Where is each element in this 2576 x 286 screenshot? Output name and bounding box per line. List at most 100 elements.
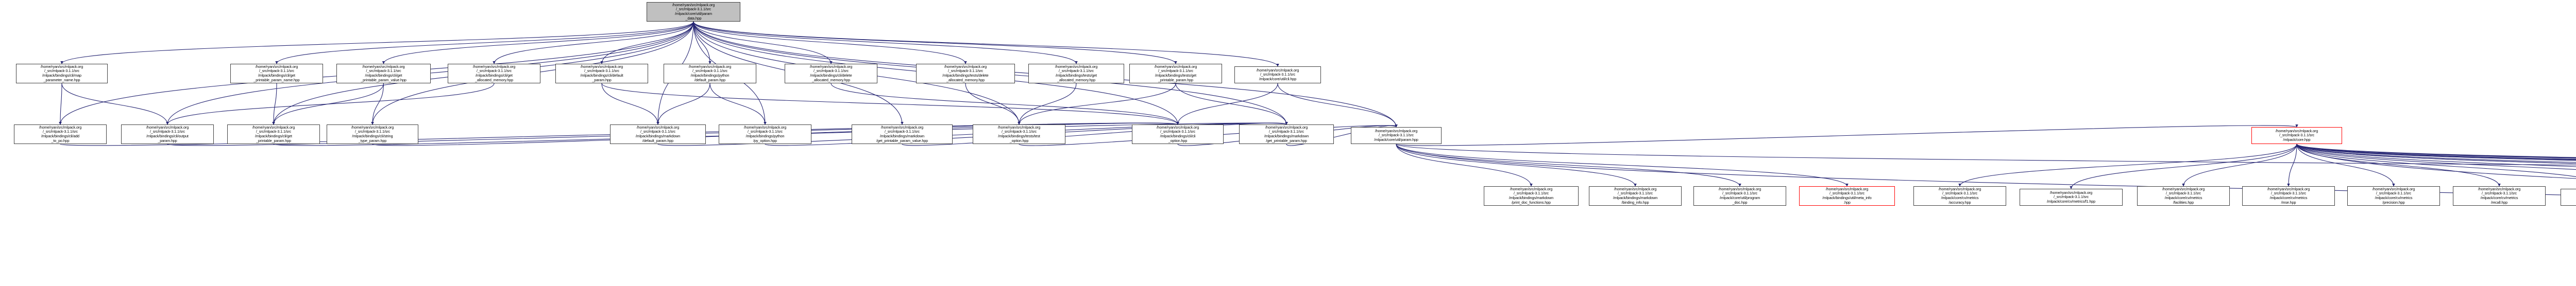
graph-edge [709,83,767,125]
graph-node[interactable]: /home/ryan/src/mlpack.org /_src/mlpack-3… [2251,127,2342,144]
graph-node[interactable]: /home/ryan/src/mlpack.org /_src/mlpack-3… [2137,186,2230,206]
graph-node-label: /home/ryan/src/mlpack.org /_src/mlpack-3… [1055,64,1098,82]
graph-node-label: /home/ryan/src/mlpack.org /_src/mlpack-3… [1264,124,1309,143]
graph-node-label: /home/ryan/src/mlpack.org /_src/mlpack-3… [351,124,394,143]
graph-node-label: /home/ryan/src/mlpack.org /_src/mlpack-3… [39,124,82,143]
graph-node[interactable]: /home/ryan/src/mlpack.org /_src/mlpack-3… [2347,186,2440,206]
graph-node[interactable]: /home/ryan/src/mlpack.org /_src/mlpack-3… [1799,186,1895,206]
graph-node-label: /home/ryan/src/mlpack.org /_src/mlpack-3… [635,124,681,143]
graph-node[interactable]: /home/ryan/src/mlpack.org /_src/mlpack-3… [916,64,1015,83]
graph-node[interactable]: /home/ryan/src/mlpack.org /_src/mlpack-3… [1129,64,1222,83]
graph-edge [2296,144,2576,177]
graph-edge [693,21,833,64]
graph-node-label: /home/ryan/src/mlpack.org /_src/mlpack-3… [2275,128,2318,142]
graph-node[interactable]: /home/ryan/src/mlpack.org /_src/mlpack-3… [555,64,648,83]
graph-node[interactable]: /home/ryan/src/mlpack.org /_src/mlpack-3… [1132,124,1224,144]
graph-edge [1018,83,1077,125]
graph-node[interactable]: /home/ryan/src/mlpack.org /_src/mlpack-3… [16,64,108,83]
graph-node-root[interactable]: /home/ryan/src/mlpack.org /_src/mlpack-3… [647,2,740,22]
graph-node[interactable]: /home/ryan/src/mlpack.org /_src/mlpack-3… [664,64,756,83]
graph-edge [2296,144,2576,158]
graph-edge [2296,144,2576,164]
graph-edge [965,83,1021,125]
graph-edge [693,21,711,64]
graph-node[interactable]: /home/ryan/src/mlpack.org /_src/mlpack-3… [852,124,953,144]
graph-node[interactable]: /home/ryan/src/mlpack.org /_src/mlpack-3… [2453,186,2546,206]
graph-node[interactable]: /home/ryan/src/mlpack.org /_src/mlpack-3… [1484,186,1579,206]
graph-node[interactable]: /home/ryan/src/mlpack.org /_src/mlpack-3… [1351,127,1442,144]
graph-edge [2296,144,2576,164]
graph-edge [1396,144,1741,187]
graph-node-label: /home/ryan/src/mlpack.org /_src/mlpack-3… [2267,186,2310,205]
graph-edge [902,121,1288,146]
graph-edge [275,21,694,64]
graph-node-label: /home/ryan/src/mlpack.org /_src/mlpack-3… [1718,186,1761,205]
graph-node-label: /home/ryan/src/mlpack.org /_src/mlpack-3… [580,64,623,82]
graph-node-label: /home/ryan/src/mlpack.org /_src/mlpack-3… [1822,186,1872,205]
graph-edge [600,21,694,64]
graph-edge [1277,83,1398,128]
graph-node[interactable]: /home/ryan/src/mlpack.org /_src/mlpack-3… [719,124,811,144]
graph-node[interactable]: /home/ryan/src/mlpack.org /_src/mlpack-3… [1234,66,1321,83]
graph-edge [1175,83,1288,125]
graph-node[interactable]: /home/ryan/src/mlpack.org /_src/mlpack-3… [121,124,214,144]
graph-edge [693,21,1078,64]
graph-node-label: /home/ryan/src/mlpack.org /_src/mlpack-3… [997,124,1041,143]
graph-edge [382,21,694,64]
graph-node-label: /home/ryan/src/mlpack.org /_src/mlpack-3… [40,64,83,82]
graph-edge [2182,144,2297,187]
graph-node-label: /home/ryan/src/mlpack.org /_src/mlpack-3… [1256,67,1299,81]
graph-node[interactable]: /home/ryan/src/mlpack.org /_src/mlpack-3… [1239,124,1334,144]
graph-node[interactable]: /home/ryan/src/mlpack.org /_src/mlpack-3… [1589,186,1682,206]
graph-edge [2296,144,2576,160]
graph-edge [2070,144,2297,189]
graph-edge [693,21,967,64]
graph-node[interactable]: /home/ryan/src/mlpack.org /_src/mlpack-3… [336,64,431,83]
graph-edge [272,83,384,125]
graph-node-label: /home/ryan/src/mlpack.org /_src/mlpack-3… [1509,186,1554,205]
graph-edge [693,21,1279,67]
graph-node[interactable]: /home/ryan/src/mlpack.org /_src/mlpack-3… [14,124,107,144]
graph-node[interactable]: /home/ryan/src/mlpack.org /_src/mlpack-3… [327,124,418,144]
graph-edge [2296,144,2576,161]
graph-edge [2296,144,2395,187]
graph-node[interactable]: /home/ryan/src/mlpack.org /_src/mlpack-3… [227,124,320,144]
graph-edge [601,83,1179,125]
graph-edge [59,83,62,125]
graph-edge [2296,144,2576,170]
graph-node-label: /home/ryan/src/mlpack.org /_src/mlpack-3… [2372,186,2415,205]
graph-edge [61,83,169,125]
graph-edge [2296,144,2576,160]
graph-edge [2287,144,2297,187]
graph-node[interactable]: /home/ryan/src/mlpack.org /_src/mlpack-3… [1913,186,2006,206]
graph-node[interactable]: /home/ryan/src/mlpack.org /_src/mlpack-3… [1693,186,1786,206]
graph-node-label: /home/ryan/src/mlpack.org /_src/mlpack-3… [253,64,300,82]
graph-node[interactable]: /home/ryan/src/mlpack.org /_src/mlpack-3… [2242,186,2335,206]
graph-node[interactable]: /home/ryan/src/mlpack.org /_src/mlpack-3… [230,64,323,83]
graph-node[interactable]: /home/ryan/src/mlpack.org /_src/mlpack-3… [973,124,1065,144]
graph-edge [2296,144,2576,159]
graph-edge [831,83,1179,125]
graph-edge [1396,144,1849,187]
graph-edge [693,21,1177,64]
graph-node[interactable]: /home/ryan/src/mlpack.org /_src/mlpack-3… [785,64,877,83]
graph-edge [601,83,659,125]
graph-node-label: /home/ryan/src/mlpack.org /_src/mlpack-3… [472,64,516,82]
graph-node-label: /home/ryan/src/mlpack.org /_src/mlpack-3… [688,64,732,82]
graph-edge [1396,144,1533,187]
graph-node[interactable]: /home/ryan/src/mlpack.org /_src/mlpack-3… [2020,189,2123,206]
graph-node[interactable]: /home/ryan/src/mlpack.org /_src/mlpack-3… [2561,189,2576,206]
graph-edge [2296,144,2576,160]
graph-node-label: /home/ryan/src/mlpack.org /_src/mlpack-3… [252,124,295,143]
graph-edge [166,83,495,125]
graph-node-label: /home/ryan/src/mlpack.org /_src/mlpack-3… [942,64,989,82]
graph-node-label: /home/ryan/src/mlpack.org /_src/mlpack-3… [1613,186,1658,205]
graph-node[interactable]: /home/ryan/src/mlpack.org /_src/mlpack-3… [1028,64,1124,83]
graph-node[interactable]: /home/ryan/src/mlpack.org /_src/mlpack-3… [448,64,540,83]
graph-edge [656,83,710,125]
graph-edge [493,21,694,64]
graph-edge [371,83,384,125]
graph-node[interactable]: /home/ryan/src/mlpack.org /_src/mlpack-3… [610,124,706,144]
graph-edge [60,21,694,64]
